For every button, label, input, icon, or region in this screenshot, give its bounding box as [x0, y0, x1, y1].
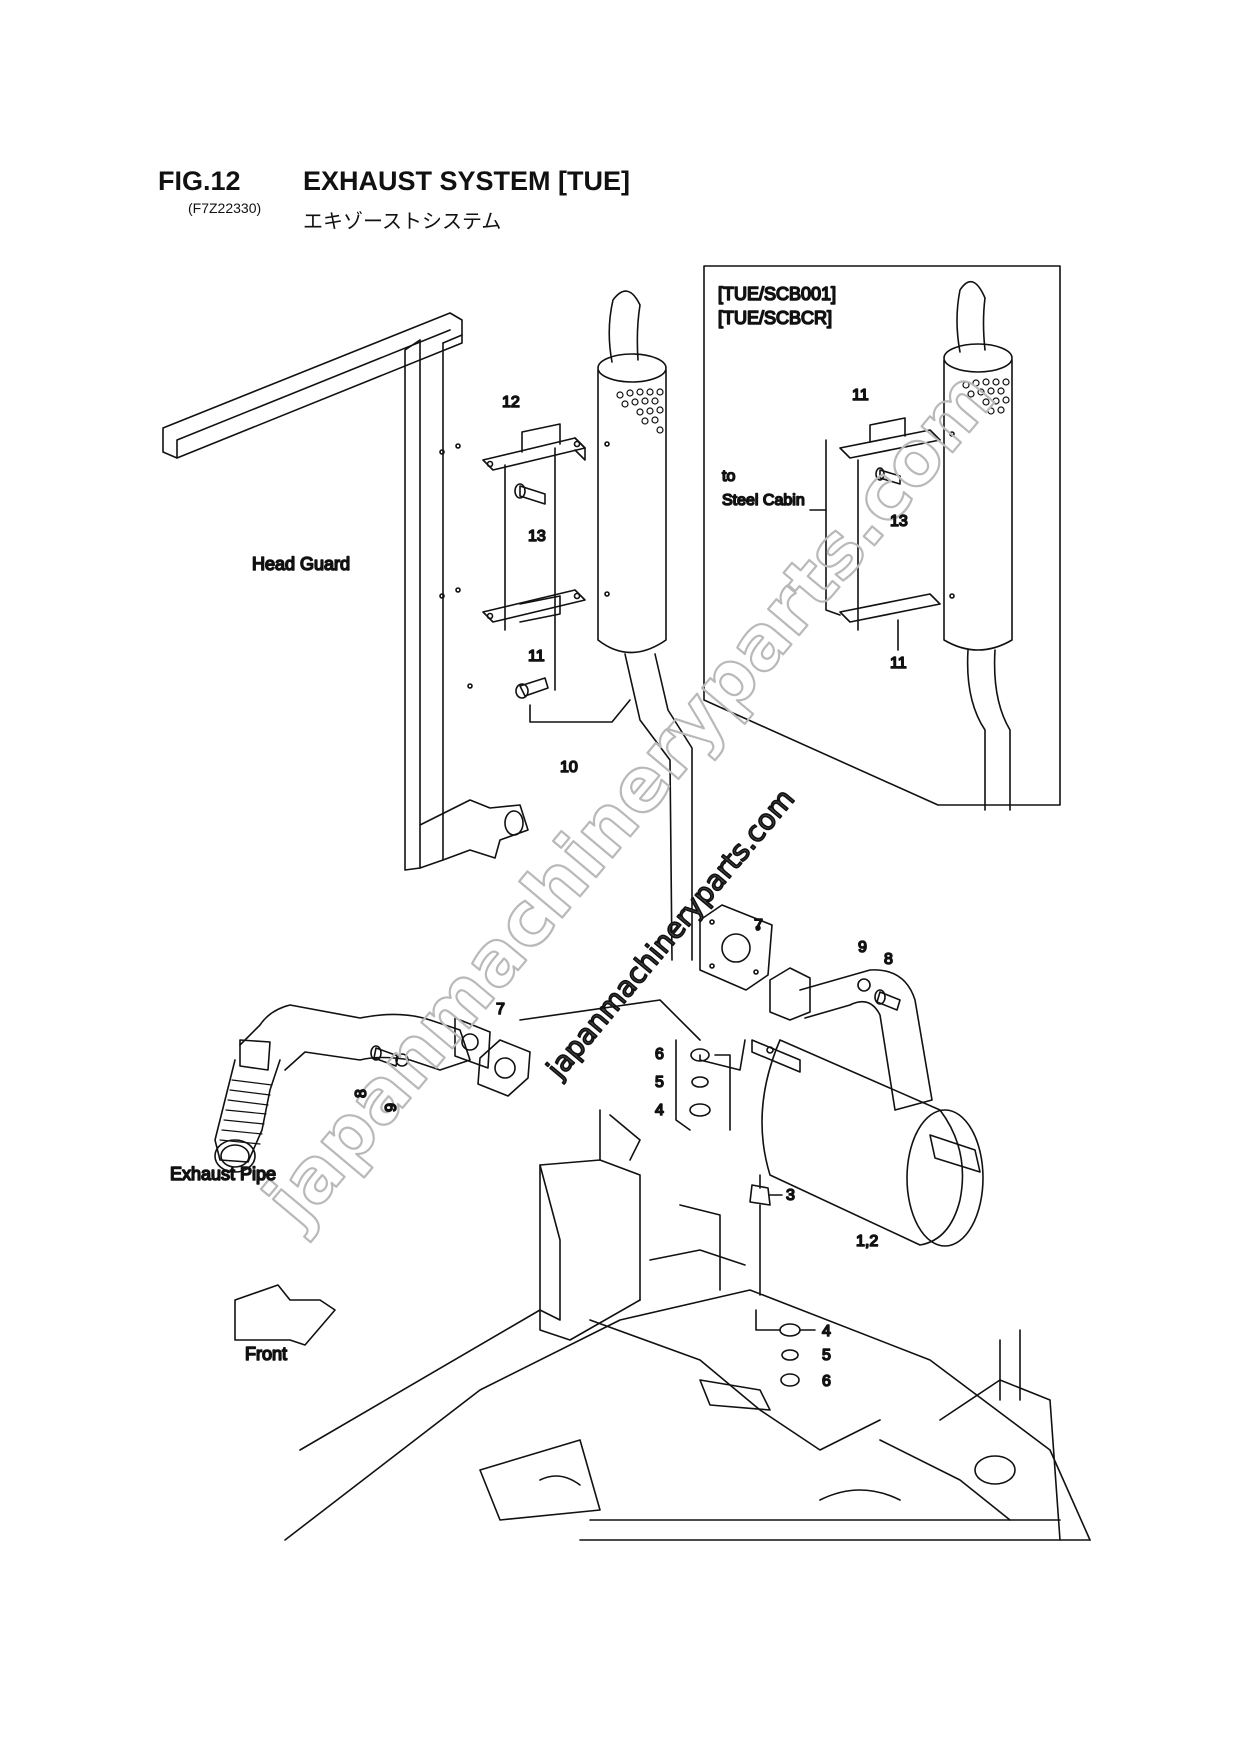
- part-number-6-top: 6: [655, 1046, 664, 1063]
- inset-box: [703, 265, 1061, 811]
- upper-bracket-12: [482, 423, 586, 471]
- part-number-4-bottom: 4: [822, 1323, 831, 1340]
- page-title: EXHAUST SYSTEM [TUE]: [303, 166, 631, 196]
- bolt-lower: [515, 677, 549, 699]
- part-number-8-left: 8: [353, 1089, 370, 1098]
- part-number-11-inset-bottom: 11: [890, 655, 907, 672]
- watermark-large: japanmachineryparts.com: [246, 354, 1012, 1244]
- part-number-5-top: 5: [655, 1074, 664, 1091]
- bolt-13: [514, 483, 546, 505]
- leader-line: [519, 999, 701, 1041]
- front-label: Front: [245, 1344, 287, 1364]
- lower-bracket-11: [482, 589, 586, 623]
- part-number-13-inset: 13: [890, 513, 908, 530]
- part-number-12: 12: [502, 394, 520, 411]
- part-number-11-inset-top: 11: [852, 387, 869, 404]
- leader-line: [529, 699, 631, 723]
- page-title-japanese: エキゾーストシステム: [303, 209, 502, 233]
- hardware-stack-bottom: [779, 1323, 801, 1387]
- upper-muffler: [597, 290, 667, 654]
- inset-variant-2: [TUE/SCBCR]: [718, 308, 832, 328]
- leader-line: [675, 1039, 691, 1131]
- leader-line: [699, 1039, 746, 1071]
- bolt-8-right: [874, 989, 901, 1011]
- part-number-10: 10: [560, 759, 578, 776]
- inset-to-label: to: [722, 468, 735, 485]
- leader-line: [714, 1054, 731, 1131]
- bolt-8-left: [370, 1045, 399, 1067]
- figure-code: (F7Z22330): [188, 200, 262, 216]
- figure-number: FIG.12: [158, 166, 241, 196]
- front-arrow-icon: [234, 1284, 336, 1346]
- exhaust-tailpipe: [624, 653, 693, 961]
- part-number-1-2: 1,2: [856, 1233, 878, 1250]
- part-number-9-right: 9: [858, 939, 867, 956]
- rubber-damper-3: [749, 1174, 771, 1296]
- part-number-11: 11: [528, 648, 545, 665]
- muffler-1-2: [751, 1039, 984, 1247]
- part-number-5-bottom: 5: [822, 1347, 831, 1364]
- hardware-stack-top: [689, 1048, 711, 1117]
- inset-cabin-label: Steel Cabin: [722, 492, 805, 509]
- gasket-7-left: [477, 1039, 531, 1097]
- exhaust-pipe-label: Exhaust Pipe: [170, 1164, 276, 1184]
- part-number-6-bottom: 6: [822, 1373, 831, 1390]
- part-number-7-left: 7: [496, 1001, 505, 1018]
- part-number-8-right: 8: [884, 951, 893, 968]
- flange-pipe-right: [769, 967, 933, 1111]
- head-guard-frame: [162, 312, 529, 871]
- part-number-13: 13: [528, 528, 546, 545]
- part-number-9-left: 9: [383, 1103, 400, 1112]
- head-guard-label: Head Guard: [252, 554, 350, 574]
- washer-9-left: [395, 1053, 409, 1067]
- chassis-frame: [284, 1109, 1091, 1541]
- leader-line: [755, 1309, 781, 1331]
- gasket-7-right: [699, 904, 773, 991]
- part-number-4-top: 4: [655, 1102, 664, 1119]
- part-number-3: 3: [786, 1187, 795, 1204]
- washer-9-right: [857, 978, 871, 992]
- inset-variant-1: [TUE/SCB001]: [718, 284, 836, 304]
- part-number-7-right: 7: [754, 917, 763, 934]
